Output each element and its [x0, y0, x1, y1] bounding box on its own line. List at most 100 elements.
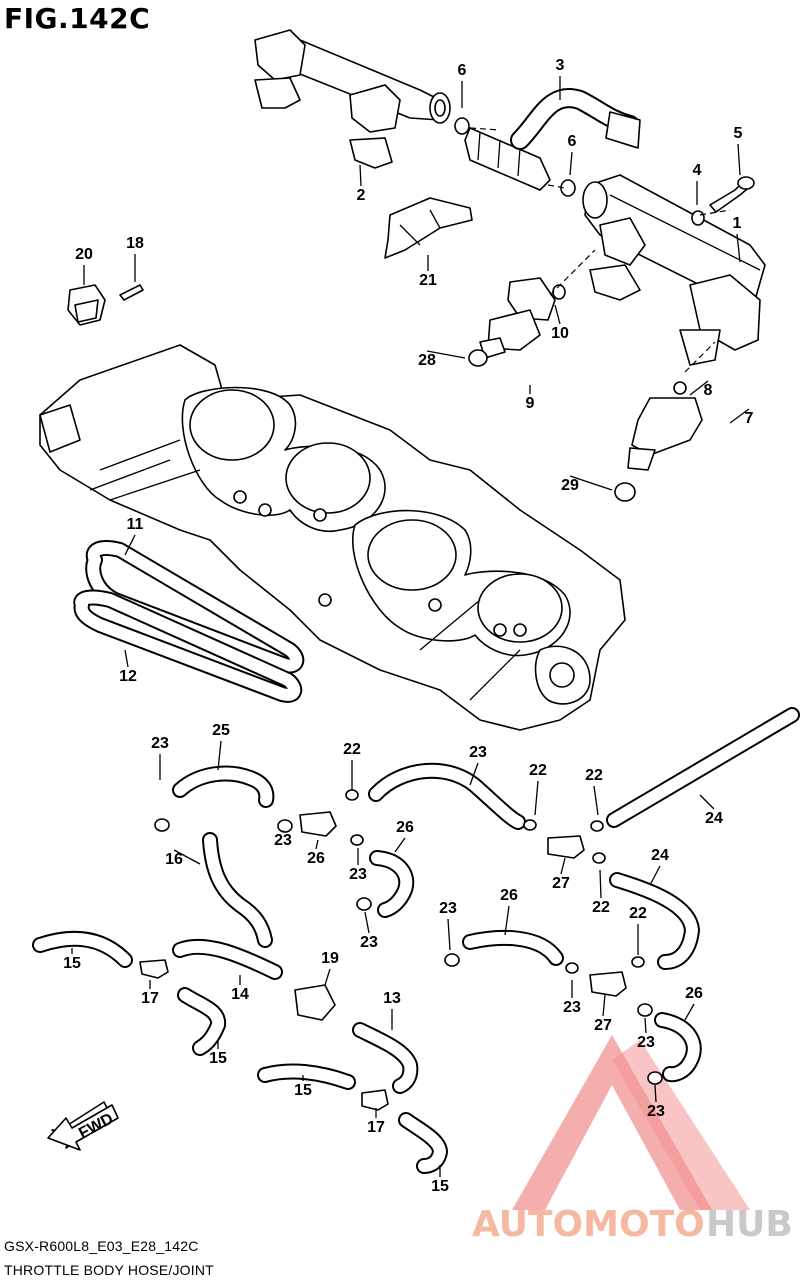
callout-number: 15: [63, 955, 81, 972]
callout-number: 4: [693, 162, 702, 179]
callout-number: 6: [568, 133, 577, 150]
callout-number: 16: [165, 851, 183, 868]
callout-number: 26: [307, 850, 325, 867]
fuel-rail-secondary: [254, 29, 451, 169]
callout-leader: [217, 740, 222, 771]
callout-leader: [654, 1084, 657, 1103]
callout-leader: [649, 865, 661, 886]
callout-number: 3: [556, 57, 565, 74]
callout-number: 9: [526, 395, 535, 412]
callout-number: 29: [561, 477, 579, 494]
callout-number: 19: [321, 950, 339, 967]
hoses-lower: [32, 707, 800, 1174]
callout-leader: [729, 408, 750, 424]
callout-number: 28: [418, 352, 436, 369]
callout-number: 23: [469, 744, 487, 761]
callout-number: 15: [209, 1050, 227, 1067]
callout-leader: [736, 233, 741, 263]
hose-fill: [464, 931, 562, 964]
hose-loop-12: [73, 589, 303, 703]
callout-number: 26: [396, 819, 414, 836]
fuel-rail-primary: [582, 174, 766, 366]
hose-fill: [354, 1024, 417, 1092]
callout-number: 23: [637, 1034, 655, 1051]
watermark-text: AUTOMOTO HUB: [472, 1204, 793, 1245]
callout-leader: [447, 918, 451, 951]
callout-leader: [699, 794, 715, 810]
callout-leader: [469, 762, 479, 786]
watermark-text-a: AUTOMOTO: [472, 1204, 705, 1245]
watermark-text-b: HUB: [706, 1204, 793, 1245]
callout-number: 25: [212, 722, 230, 739]
callout-leader: [504, 905, 510, 936]
injector-upper: [468, 277, 556, 367]
callout-number: 23: [274, 832, 292, 849]
watermark-logo: [512, 1035, 750, 1210]
callout-layer: 1234566789101112131415151515161717181920…: [63, 57, 753, 1195]
injector-lower: [614, 397, 703, 502]
hose-clamp: [384, 197, 473, 259]
callout-number: 11: [127, 516, 144, 533]
callout-number: 23: [563, 999, 581, 1016]
callout-number: 24: [705, 810, 723, 827]
o-ring-and-bolt: [454, 117, 755, 395]
callout-leader: [599, 869, 602, 899]
callout-number: 6: [458, 62, 467, 79]
callout-number: 13: [383, 990, 401, 1007]
callout-leader: [124, 649, 129, 668]
throttle-body: [39, 344, 626, 731]
callout-leader: [394, 837, 406, 853]
callout-number: 26: [500, 887, 518, 904]
forward-arrow-icon: FWD: [47, 1101, 119, 1151]
callout-leader: [644, 1017, 647, 1034]
callout-number: 2: [357, 187, 366, 204]
callout-number: 27: [552, 875, 570, 892]
callout-leader: [364, 911, 370, 934]
joints-and-clips: [139, 789, 663, 1111]
callout-number: 22: [529, 762, 547, 779]
figure-title: FIG.142C: [4, 2, 151, 35]
hose-fill: [174, 767, 273, 806]
callout-number: 15: [294, 1082, 312, 1099]
callout-number: 24: [651, 847, 669, 864]
callout-leader: [124, 534, 136, 556]
callout-number: 5: [734, 125, 743, 142]
callout-number: 23: [151, 735, 169, 752]
callout-number: 10: [551, 325, 569, 342]
callout-leader: [560, 857, 566, 875]
callout-leader: [282, 830, 286, 833]
hose-loop-11: [85, 540, 305, 674]
fuel-hose-joint: [464, 88, 641, 191]
sensor-bracket: [67, 284, 144, 326]
callout-leader: [569, 475, 613, 491]
callout-number: 12: [119, 668, 137, 685]
callout-number: 7: [745, 410, 754, 427]
callout-leader: [315, 839, 319, 850]
hose-fill: [204, 834, 271, 946]
hose-fill: [34, 932, 131, 966]
hose-fill: [259, 1065, 354, 1088]
callout-leader: [534, 780, 539, 816]
callout-leader: [426, 350, 466, 359]
callout-number: 1: [733, 215, 742, 232]
callout-number: 23: [349, 866, 367, 883]
callout-number: 23: [360, 934, 378, 951]
callout-leader: [359, 164, 362, 187]
callout-number: 15: [431, 1178, 449, 1195]
callout-leader: [602, 994, 606, 1017]
hose-fill: [656, 1014, 700, 1081]
hose-fill: [370, 764, 524, 828]
callout-number: 14: [231, 986, 249, 1003]
callout-number: 23: [647, 1103, 665, 1120]
callout-leader: [554, 304, 561, 325]
hose-fill: [608, 709, 798, 826]
callout-number: 22: [585, 767, 603, 784]
hose-fill: [179, 989, 224, 1054]
figure-caption: THROTTLE BODY HOSE/JOINT: [4, 1262, 214, 1278]
callout-number: 27: [594, 1017, 612, 1034]
callout-number: 22: [629, 905, 647, 922]
hose-fill: [611, 874, 698, 968]
callout-number: 21: [419, 272, 437, 289]
